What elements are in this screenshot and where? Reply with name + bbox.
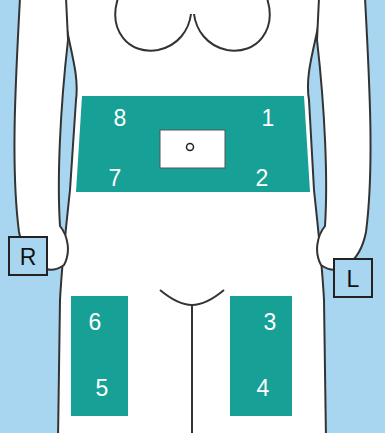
right-arm [14,0,68,270]
zone-number: 5 [96,377,109,400]
zone-number: 6 [89,311,102,334]
side-letter: R [20,246,37,269]
zone-number: 2 [256,167,269,190]
left-arm [317,0,371,270]
zone-number: 8 [114,107,127,130]
side-marker: R [8,236,48,276]
crotch-line [160,290,224,433]
zone-fill [76,96,310,192]
injection-zone: 65 [71,296,128,416]
zone-number: 4 [257,377,270,400]
injection-zone: 8 1 7 2 [74,95,312,193]
zone-number: 3 [264,311,277,334]
side-marker: L [333,258,373,298]
torso-outline [58,0,326,433]
breast-line [115,0,191,51]
side-letter: L [347,268,360,291]
zone-number: 1 [262,107,275,130]
injection-zone: 34 [230,296,292,416]
zone-number: 7 [109,167,122,190]
breast-line [194,0,270,51]
